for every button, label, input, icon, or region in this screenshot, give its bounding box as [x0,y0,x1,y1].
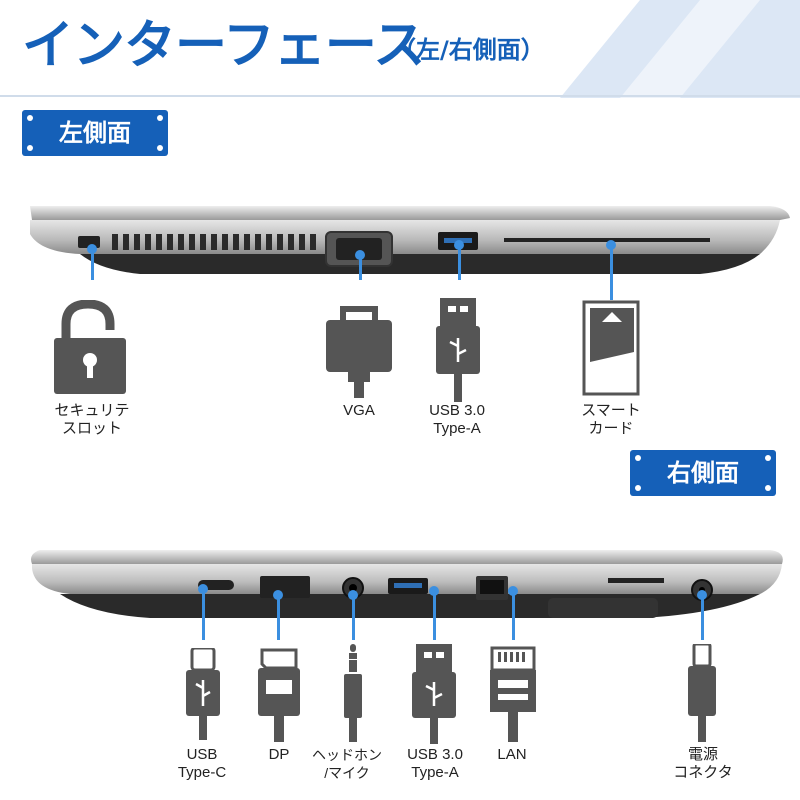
callout-line [458,244,461,280]
callout-dot [348,590,358,600]
page-subtitle: （左/右側面） [392,36,545,64]
port-label-lan: LAN [497,746,527,763]
callout-line [610,244,613,300]
usb-a-plug-icon-right [412,644,456,744]
audio-jack-plug-icon [344,644,362,742]
callout-line [701,594,704,640]
callout-line [202,588,205,640]
laptop-left-side [30,206,790,274]
usb-c-plug-icon [186,648,220,740]
callout-line [352,594,355,640]
callout-dot [87,244,97,254]
usb-a-plug-icon [436,298,480,402]
port-label-dp: DP [268,746,290,763]
callout-line [433,590,436,640]
port-label-power: 電源 コネクタ [673,746,733,781]
callout-line [91,248,94,280]
label-corner-dot [635,485,641,491]
callout-dot [273,590,283,600]
label-corner-dot [157,145,163,151]
callout-dot [697,590,707,600]
label-corner-dot [765,455,771,461]
ethernet-plug-icon [490,646,536,742]
page-title: インターフェース [22,16,425,76]
callout-dot [355,250,365,260]
smart-card-icon [582,300,640,396]
label-corner-dot [27,115,33,121]
port-label-usb-typec: USB Type-C [177,746,227,781]
callout-line [512,590,515,640]
callout-dot [454,240,464,250]
callout-dot [508,586,518,596]
power-plug-icon [688,644,716,742]
callout-line [359,254,362,280]
vga-connector-icon [326,306,392,398]
left-side-label-text: 左側面 [59,119,131,147]
label-corner-dot [635,455,641,461]
padlock-icon [54,300,126,394]
port-label-smart-card: スマート カード [581,402,641,437]
port-label-usb30-typea-right: USB 3.0 Type-A [407,746,463,781]
header-banner: インターフェース （左/右側面） [0,0,800,98]
laptop-right-side [31,550,783,618]
banner-background [0,0,800,98]
right-side-label-text: 右側面 [667,459,739,487]
port-label-vga: VGA [343,402,375,419]
callout-line [277,594,280,640]
callout-dot [429,586,439,596]
right-side-label: 右側面 [630,450,776,496]
callout-dot [198,584,208,594]
label-corner-dot [157,115,163,121]
label-corner-dot [27,145,33,151]
left-side-label: 左側面 [22,110,168,156]
port-label-headphone-mic: ヘッドホン /マイク [312,747,382,781]
label-corner-dot [765,485,771,491]
callout-dot [606,240,616,250]
displayport-plug-icon [258,648,300,742]
port-label-security-slot: セキュリテ スロット [54,402,130,437]
port-label-usb30-typea: USB 3.0 Type-A [429,402,485,437]
